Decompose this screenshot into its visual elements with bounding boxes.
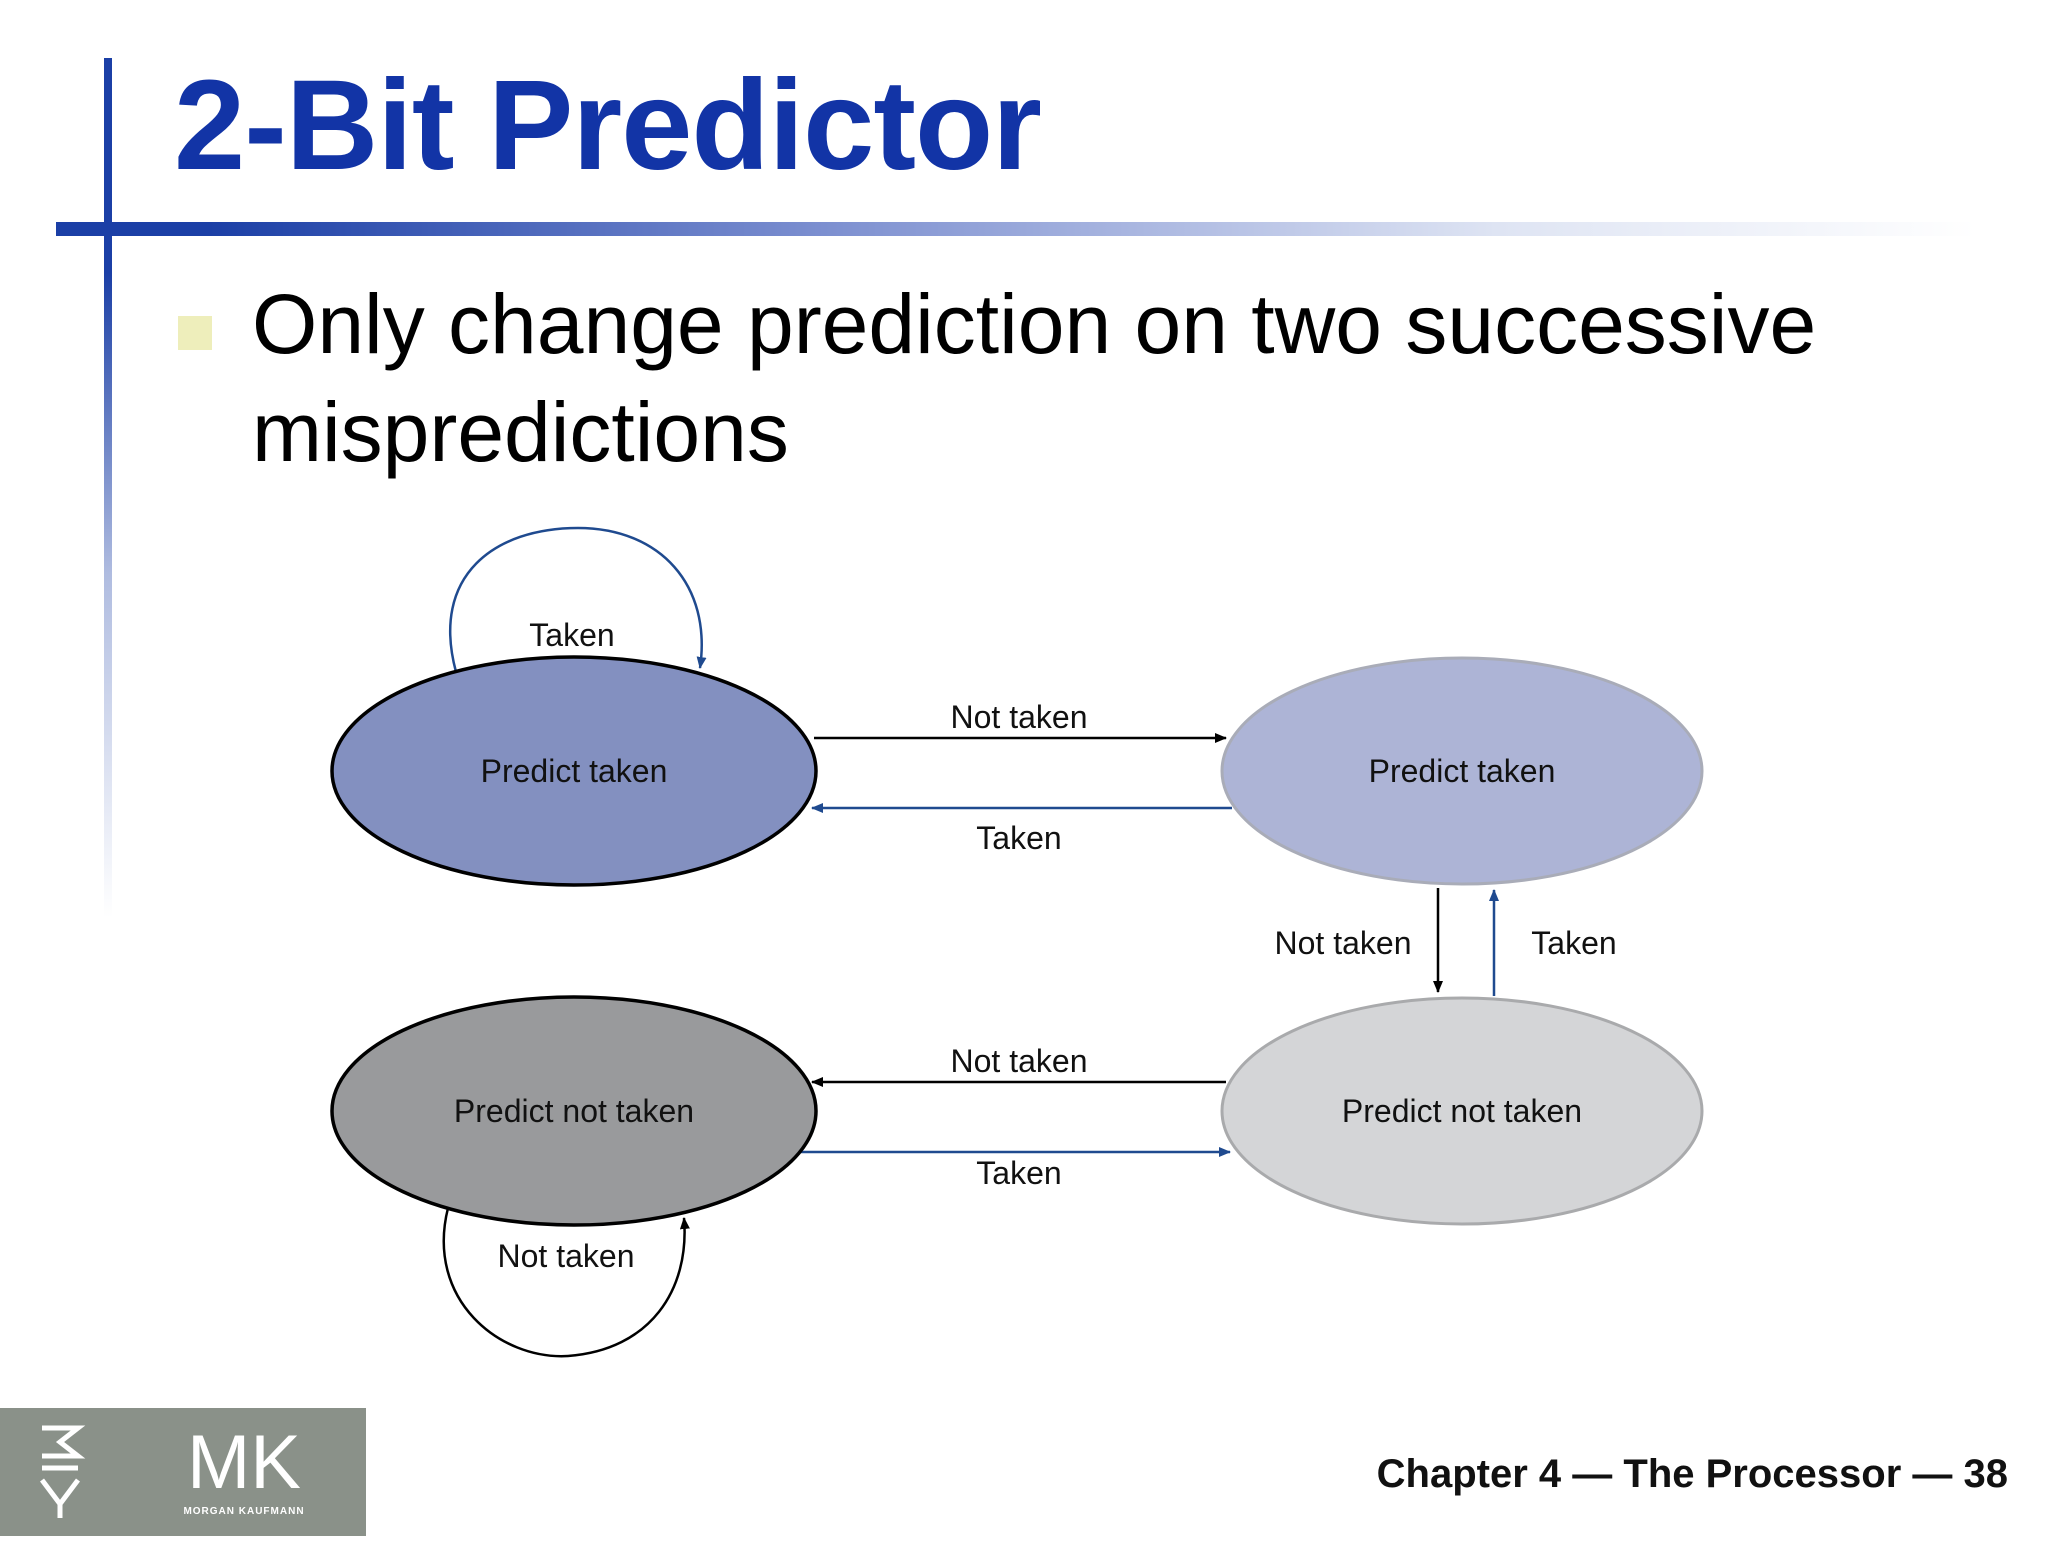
transition-label: Taken: [976, 820, 1061, 856]
transition-label: Not taken: [951, 699, 1088, 735]
state-strong-taken: [330, 655, 818, 887]
accent-horizontal-bar: [56, 222, 1976, 236]
bullet-square-icon: [178, 316, 212, 350]
state-diagram: Predict taken Predict taken Predict not …: [330, 526, 1704, 1358]
self-loop-taken: [449, 526, 707, 673]
self-loop-not-taken: [442, 1207, 690, 1358]
transition-label: Taken: [1531, 925, 1616, 961]
state-label: Predict taken: [1369, 753, 1556, 789]
footer-caption: Chapter 4 — The Processor — 38: [1376, 1452, 2008, 1496]
state-weak-not-taken: [1220, 996, 1704, 1226]
accent-vertical-bar: [104, 58, 112, 918]
transition-label: Taken: [529, 617, 614, 653]
transition-label: Not taken: [1275, 925, 1412, 961]
transition-label: Not taken: [498, 1238, 635, 1274]
bullet-text: Only change prediction on two successive…: [252, 277, 1817, 479]
logo-text: MK: [187, 1420, 301, 1505]
state-label: Predict not taken: [1342, 1093, 1582, 1129]
logo-subtext: MORGAN KAUFMANN: [183, 1506, 304, 1517]
state-strong-not-taken: [330, 995, 818, 1227]
publisher-logo: MK MORGAN KAUFMANN: [0, 1408, 366, 1536]
transition-label: Not taken: [951, 1043, 1088, 1079]
transition-label: Taken: [976, 1155, 1061, 1191]
state-label: Predict taken: [481, 753, 668, 789]
state-weak-taken: [1220, 656, 1704, 886]
state-label: Predict not taken: [454, 1093, 694, 1129]
logo-side-mark-icon: [40, 1425, 86, 1518]
slide-title: 2-Bit Predictor: [174, 54, 1042, 197]
